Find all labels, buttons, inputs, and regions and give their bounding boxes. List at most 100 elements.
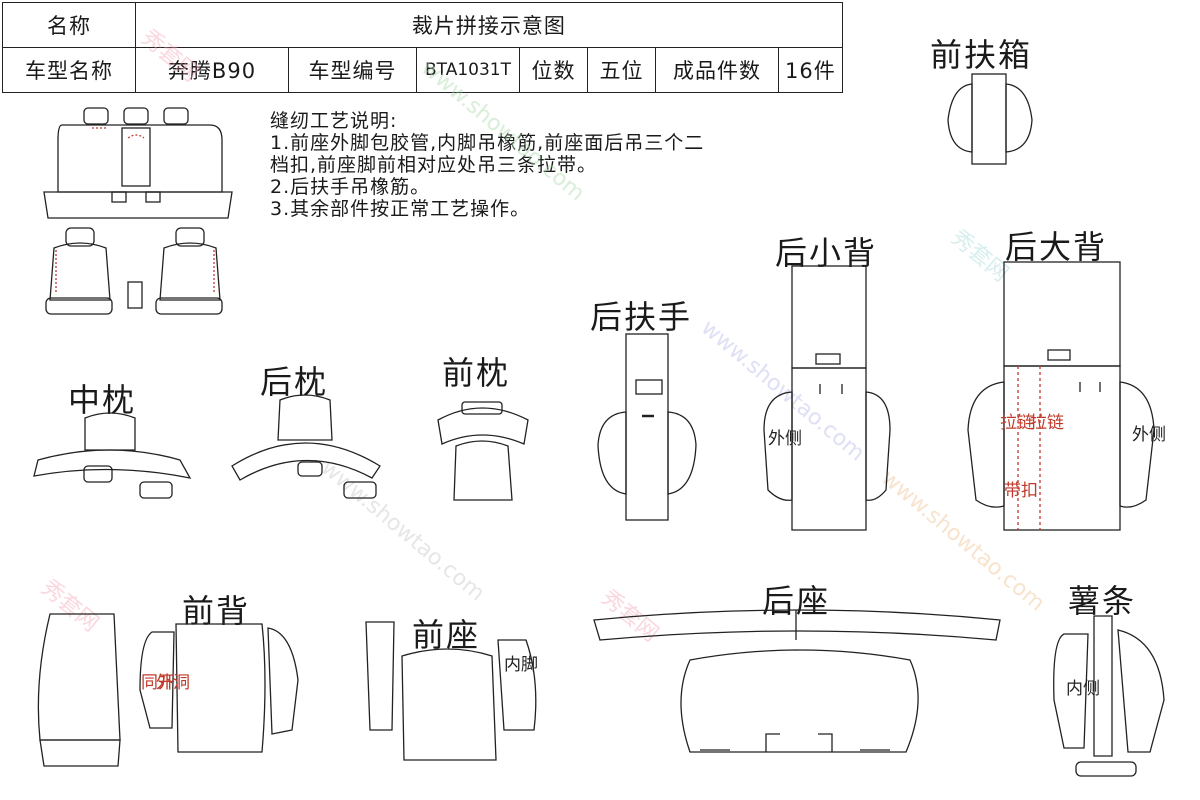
front-back-main-shape <box>175 623 266 753</box>
count-label: 成品件数 <box>655 47 779 93</box>
rear-bench-clip-shape <box>111 191 127 203</box>
front-seat-left-back-shape <box>49 242 111 301</box>
rear-bench-cushion-shape <box>43 191 233 219</box>
mid-pillow-tab-shape <box>139 481 173 499</box>
rear-pillow-face-shape <box>277 394 333 441</box>
front-seat-right-cushion-shape <box>155 297 223 315</box>
rear-pillow-tab-shape <box>297 461 323 477</box>
label-buckle: 带扣 <box>1004 481 1038 501</box>
piece-rear-small-back: 外侧 <box>763 265 891 531</box>
rear-armrest-right-shape <box>667 411 697 495</box>
mid-pillow-face-shape <box>84 412 136 451</box>
rear-bench-center-shape <box>121 127 151 187</box>
label-outer-side: 外侧 <box>768 429 802 449</box>
header-row-title: 名称 裁片拼接示意图 <box>2 2 843 48</box>
label-inner-leg: 内脚 <box>504 655 538 675</box>
model-name: 奔腾B90 <box>135 47 289 93</box>
rear-small-back-top-shape <box>791 265 867 369</box>
count-value: 16件 <box>778 47 843 93</box>
headrest-left-shape <box>83 107 109 125</box>
title-front-seat: 前座 <box>412 616 481 654</box>
zipper-line <box>1017 366 1041 530</box>
rear-seat-band-shape <box>593 609 1001 641</box>
front-pillow-top-shape <box>437 407 529 445</box>
piece-front-pillow <box>437 401 529 501</box>
front-back-left-base-shape <box>39 739 121 767</box>
rear-seat-tab-shape <box>765 733 833 752</box>
rear-armrest-slot-shape <box>635 379 663 395</box>
strip-right-shape <box>1117 629 1165 753</box>
mid-pillow-band-shape <box>33 449 192 479</box>
label-outer-hole-b: 同开 <box>141 673 175 693</box>
armrest-box-left-shape <box>947 83 973 153</box>
piece-front-armrest-box <box>947 73 1033 165</box>
notes-line-1b: 档扣,前座脚前相对应处吊三条拉带。 <box>270 154 598 176</box>
rear-pillow-tab-shape <box>343 481 377 499</box>
front-back-left-shape <box>37 613 121 741</box>
label-zipper: 拉链 <box>1000 413 1034 433</box>
front-seat-left-cushion-shape <box>45 297 113 315</box>
piece-middle-pillow <box>33 412 192 499</box>
label-outer-side: 外侧 <box>1132 425 1166 445</box>
strip-center-shape <box>1093 615 1113 757</box>
title-rear-pillow: 后枕 <box>260 363 329 401</box>
front-seat-right-back-shape <box>159 242 221 301</box>
seats-label: 位数 <box>519 47 588 93</box>
front-seat-left-strip-shape <box>365 621 395 731</box>
strip-left-shape <box>1053 633 1089 749</box>
rear-large-back-slot-shape <box>1047 349 1071 361</box>
rear-small-back-left-shape <box>763 391 793 501</box>
rear-bench-back-shape <box>57 124 223 193</box>
front-headrest-left-shape <box>65 227 95 247</box>
piece-rear-armrest <box>597 333 697 521</box>
piece-rear-pillow <box>231 394 381 499</box>
armrest-box-center-shape <box>971 73 1007 165</box>
piece-front-seat: 内脚 <box>365 621 538 761</box>
label-outer-hole-a: 外洞 <box>156 673 190 693</box>
rear-large-back-body-shape <box>1003 365 1121 531</box>
notes-title: 缝纫工艺说明: <box>270 110 398 132</box>
front-back-right-shape <box>267 627 299 735</box>
rear-bench-clip-shape <box>145 191 161 203</box>
label-inner-side: 内侧 <box>1066 679 1100 699</box>
piece-front-back: 同开 外洞 <box>37 613 299 767</box>
title-strip: 薯条 <box>1068 582 1137 620</box>
model-code-label: 车型编号 <box>288 47 417 93</box>
header-table: 名称 裁片拼接示意图 车型名称 奔腾B90 车型编号 BTA1031T 位数 五… <box>2 2 843 93</box>
front-seat-main-shape <box>401 648 497 761</box>
piece-strip: 内侧 <box>1053 615 1165 777</box>
header-row-info: 车型名称 奔腾B90 车型编号 BTA1031T 位数 五位 成品件数 16件 <box>2 47 843 93</box>
header-title: 裁片拼接示意图 <box>135 2 843 48</box>
front-headrest-right-shape <box>175 227 205 247</box>
rear-large-back-left-shape <box>967 381 1005 508</box>
headrest-center-shape <box>123 107 149 125</box>
rear-pillow-band-shape <box>231 442 381 481</box>
watermark-cn: 秀套网 <box>136 25 203 87</box>
title-rear-seat: 后座 <box>762 582 831 620</box>
rear-seat-main-shape <box>680 649 919 753</box>
console-shape <box>127 281 143 309</box>
title-front-pillow: 前枕 <box>442 354 511 392</box>
rear-small-back-mark <box>819 384 843 394</box>
title-rear-armrest: 后扶手 <box>590 298 693 336</box>
rear-small-back-slot-shape <box>815 353 841 365</box>
rear-large-back-right-shape <box>1119 381 1155 508</box>
watermark-cn: 秀套网 <box>36 575 103 637</box>
rear-armrest-left-shape <box>597 411 627 495</box>
sewing-notes: 缝纫工艺说明: 1.前座外脚包胶管,内脚吊橡筋,前座面后吊三个二 档扣,前座脚前… <box>270 110 845 220</box>
strip-tab-shape <box>1075 761 1137 777</box>
watermark-en: www.showtao.com <box>416 55 589 206</box>
title-middle-pillow: 中枕 <box>68 381 137 419</box>
mid-pillow-tab-shape <box>83 465 113 483</box>
front-back-side-shape <box>139 631 175 729</box>
piece-rear-large-back: 外侧 拉链 拉链 带扣 <box>967 261 1166 531</box>
rear-armrest-center-shape <box>625 333 669 521</box>
title-front-armrest-box: 前扶箱 <box>930 36 1033 74</box>
overview-rear-bench <box>43 107 233 219</box>
front-pillow-body-shape <box>453 440 513 501</box>
front-pillow-tab-shape <box>461 401 503 415</box>
model-code: BTA1031T <box>416 47 520 93</box>
model-name-label: 车型名称 <box>2 47 136 93</box>
piece-rear-seat <box>593 609 1001 753</box>
